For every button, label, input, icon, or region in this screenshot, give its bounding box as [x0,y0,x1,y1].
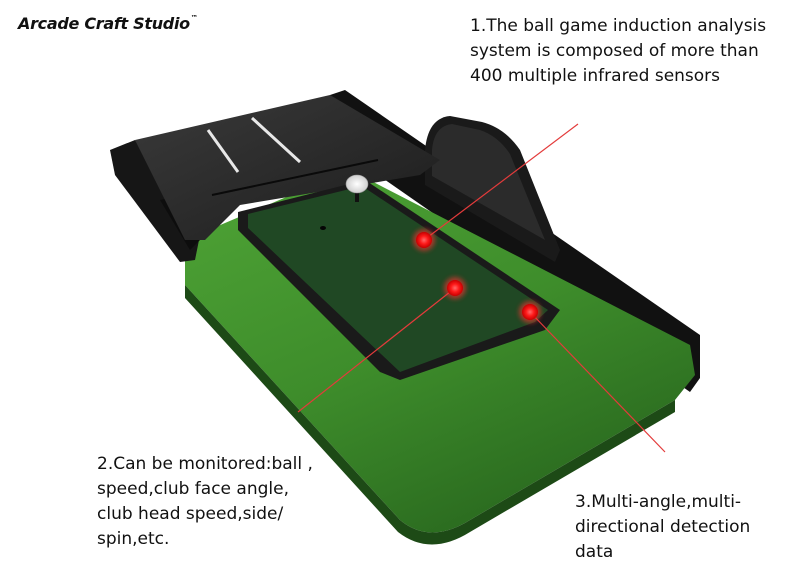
callout-3-line-2: directional detection [575,517,751,537]
sensor-dot-1 [416,232,432,248]
top-panel [135,95,440,240]
callout-2-line-1: 2.Can be monitored:ball , [97,454,313,474]
callout-2-line-4: spin,etc. [97,529,170,549]
console-face [432,124,545,240]
callout-3-line-3: data [575,542,614,562]
pointer-line-2 [297,287,456,413]
turf-mat [248,186,548,372]
sensor-dot-3 [522,304,538,320]
callout-1-line-3: 400 multiple infrared sensors [470,66,721,86]
callout-2-line-2: speed,club face angle, [97,479,289,499]
base-edge [185,285,675,545]
brand-name: Arcade Craft Studio [18,14,190,33]
callout-2-line-3: club head speed,side/ [97,504,284,524]
golf-ball [345,174,369,194]
trademark-symbol: ™ [190,14,198,22]
callout-1-line-2: system is composed of more than [470,41,759,61]
callout-1-line-1: 1.The ball game induction analysis [470,16,767,36]
panel-seam [211,159,379,196]
alignment-line-right [250,116,302,164]
alignment-line-left [206,129,240,173]
tee-hole [320,226,326,230]
pointer-line-3 [529,311,666,453]
callout-detection: 3.Multi-angle,multi- directional detecti… [575,490,785,565]
left-frame [110,140,200,262]
tee [355,190,359,202]
sensor-dot-2 [447,280,463,296]
pointer-line-1 [423,123,579,241]
brand-logo: Arcade Craft Studio™ [18,14,198,33]
callout-sensors: 1.The ball game induction analysis syste… [470,14,790,89]
callout-3-line-1: 3.Multi-angle,multi- [575,492,742,512]
callout-monitoring: 2.Can be monitored:ball , speed,club fac… [97,452,337,552]
